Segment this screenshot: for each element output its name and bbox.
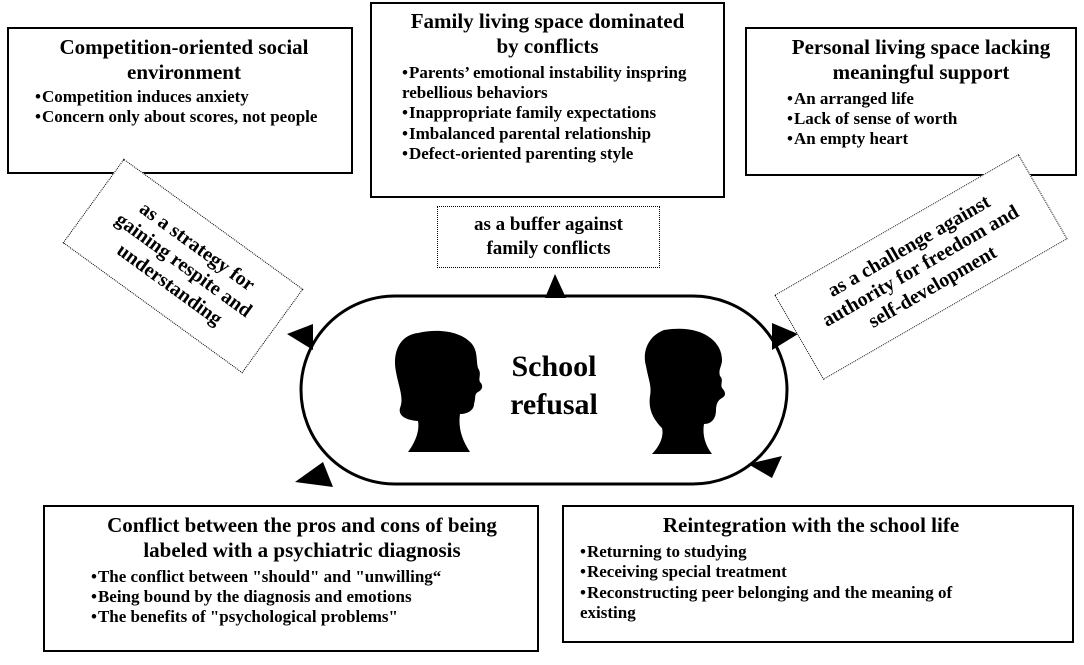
competition-title: Competition-oriented social environment — [59, 35, 309, 84]
male-silhouette-icon — [644, 328, 725, 454]
buffer-label: as a buffer against family conflicts — [437, 206, 660, 268]
personal-item: An empty heart — [787, 129, 1065, 149]
family-item: Inappropriate family expectations — [402, 103, 715, 123]
conflict-box: Conflict between the pros and cons of be… — [43, 505, 539, 652]
reintegration-item: Reconstructing peer belonging and the me… — [580, 583, 960, 624]
family-item: Imbalanced parental relationship — [402, 124, 715, 144]
arrow-down-left-icon — [295, 462, 333, 487]
reintegration-item: Returning to studying — [580, 542, 960, 562]
school-refusal-text: School refusal — [510, 350, 598, 421]
family-box: Family living space dominated by conflic… — [370, 2, 725, 198]
personal-item: An arranged life — [787, 89, 1065, 109]
family-item: Defect-oriented parenting style — [402, 144, 715, 164]
personal-title: Personal living space lacking meaningful… — [791, 35, 1051, 84]
competition-item: Competition induces anxiety — [35, 87, 339, 107]
buffer-label-text: as a buffer against family conflicts — [473, 214, 624, 259]
reintegration-item: Receiving special treatment — [580, 562, 960, 582]
conflict-item: The benefits of "psychological problems" — [91, 607, 527, 627]
personal-box: Personal living space lacking meaningful… — [745, 27, 1077, 176]
family-item: Parents’ emotional instability inspring … — [402, 63, 715, 104]
arrow-left-icon — [287, 324, 313, 350]
conflict-title: Conflict between the pros and cons of be… — [107, 513, 497, 562]
arrow-down-right-icon — [748, 456, 782, 478]
competition-box: Competition-oriented social environment … — [7, 27, 353, 174]
arrow-up-icon — [545, 274, 566, 298]
school-refusal-label: School refusal — [496, 348, 612, 423]
competition-item: Concern only about scores, not people — [35, 107, 339, 127]
conflict-item: Being bound by the diagnosis and emotion… — [91, 587, 527, 607]
family-title: Family living space dominated by conflic… — [410, 9, 685, 58]
personal-item: Lack of sense of worth — [787, 109, 1065, 129]
arrow-right-icon — [772, 323, 798, 350]
conflict-item: The conflict between "should" and "unwil… — [91, 567, 527, 587]
reintegration-box: Reintegration with the school life Retur… — [562, 505, 1074, 643]
female-silhouette-icon — [394, 330, 483, 452]
reintegration-title: Reintegration with the school life — [662, 513, 960, 537]
